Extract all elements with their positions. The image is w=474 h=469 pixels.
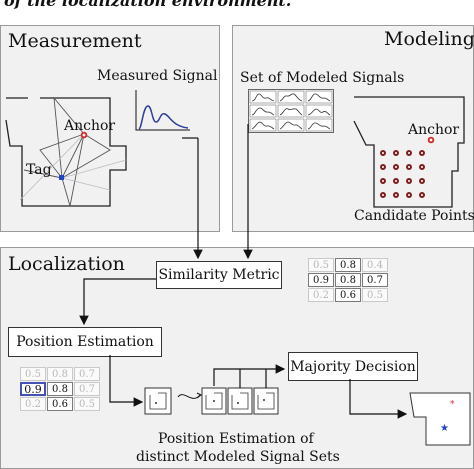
tag-label: Tag [26, 162, 52, 178]
similarity-cell: 0.5 [362, 288, 388, 302]
position-estimation-box: Position Estimation [8, 327, 162, 357]
similarity-cell: 0.7 [362, 273, 388, 287]
estimate-frame [144, 387, 172, 415]
estimation-cell: 0.8 [47, 367, 73, 381]
modeling-anchor-label: Anchor [408, 122, 460, 138]
similarity-cell: 0.5 [308, 258, 334, 272]
candidate-points [380, 150, 425, 198]
modeled-signals-label: Set of Modeled Signals [240, 70, 405, 86]
estimation-cell: 0.2 [20, 397, 46, 411]
similarity-value-grid: 0.5 0.8 0.4 0.9 0.8 0.7 0.2 0.6 0.5 [308, 258, 388, 302]
room-outline [5, 97, 127, 207]
similarity-cell: 0.4 [362, 258, 388, 272]
estimation-cell: 0.7 [74, 367, 100, 381]
similarity-metric-box: Similarity Metric [156, 261, 282, 289]
estimation-cell-selected: 0.9 [20, 382, 46, 396]
svg-text:★: ★ [440, 423, 449, 434]
distinct-sets-caption-line1: Position Estimation of [158, 431, 314, 447]
modeling-room-outline [353, 96, 465, 208]
distinct-sets-caption-line2: distinct Modeled Signal Sets [136, 449, 340, 465]
final-estimate-map: * ★ [409, 392, 471, 446]
arrow-thumbnails-to-majority-a [213, 364, 286, 386]
similarity-cell: 0.8 [335, 258, 361, 272]
similarity-cell: 0.8 [335, 273, 361, 287]
propagation-rays [23, 96, 111, 207]
estimation-value-grid: 0.5 0.8 0.7 0.9 0.8 0.7 0.2 0.6 0.5 [20, 367, 100, 411]
modeled-signals-grid [248, 89, 334, 133]
estimate-thumbnails: * ★ [144, 387, 471, 446]
measurement-title: Measurement [8, 30, 142, 52]
estimate-frame [201, 387, 227, 415]
tag-marker [59, 175, 64, 180]
arrow-majority-to-map [349, 379, 408, 419]
measured-signal-plot [135, 90, 190, 131]
propagation-rays-light [19, 133, 127, 201]
measurement-anchor-label: Anchor [64, 118, 116, 134]
arrow-similarity-to-estimation [79, 278, 156, 326]
arrow-estimation-to-thumbnails [109, 355, 144, 407]
measured-signal-label: Measured Signal [97, 68, 218, 84]
svg-text:*: * [450, 400, 455, 410]
measurement-room-diagram [5, 96, 127, 207]
estimation-cell: 0.5 [74, 397, 100, 411]
estimation-cell: 0.6 [47, 397, 73, 411]
estimation-cell: 0.7 [74, 382, 100, 396]
majority-decision-box: Majority Decision [288, 352, 418, 381]
similarity-cell: 0.9 [308, 273, 334, 287]
candidate-points-label: Candidate Points [354, 208, 474, 224]
modeling-title: Modeling [384, 28, 474, 50]
similarity-cell: 0.6 [335, 288, 361, 302]
localization-title: Localization [8, 253, 125, 275]
similarity-cell: 0.2 [308, 288, 334, 302]
estimation-cell: 0.8 [47, 382, 73, 396]
estimation-cell: 0.5 [20, 367, 46, 381]
cropped-header-text: of the localization environment. [4, 0, 292, 10]
modeling-room-diagram [353, 96, 465, 208]
